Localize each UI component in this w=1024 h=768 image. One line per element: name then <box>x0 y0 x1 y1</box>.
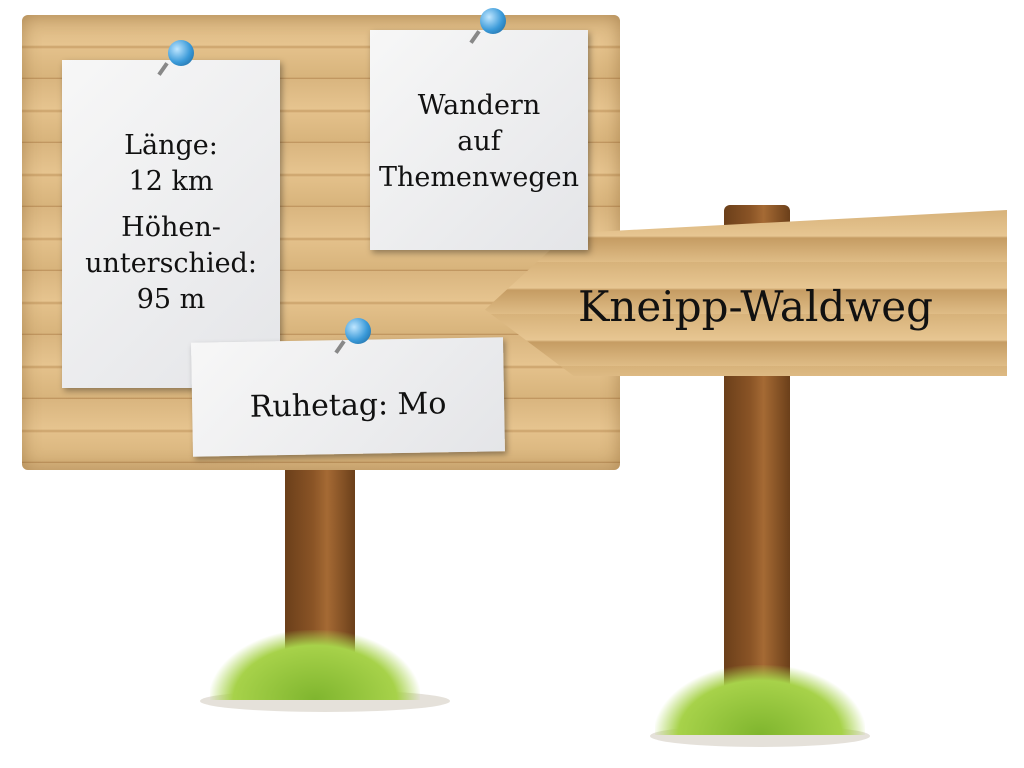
note-theme: Wandern auf Themenwegen <box>370 30 588 250</box>
note-rest-day: Ruhetag: Mo <box>191 337 505 457</box>
grass-right <box>655 665 865 735</box>
pushpin-icon <box>480 8 506 34</box>
elevation-label-1: Höhen- <box>121 212 221 243</box>
pushpin-icon <box>345 318 371 344</box>
theme-line-3: Themenwegen <box>378 162 580 193</box>
theme-line-2: auf <box>457 126 501 157</box>
elevation-label-2: unterschied: <box>85 248 257 279</box>
length-value: 12 km <box>128 166 214 197</box>
elevation-value: 95 m <box>136 284 206 315</box>
note-length: Länge: 12 km Höhen- unterschied: 95 m <box>62 60 280 388</box>
pushpin-icon <box>168 40 194 66</box>
rest-day-text: Ruhetag: Mo <box>249 386 447 425</box>
length-label: Länge: <box>124 130 218 161</box>
theme-line-1: Wandern <box>417 90 541 121</box>
grass-left <box>210 630 420 700</box>
direction-sign-label: Kneipp-Waldweg <box>578 282 933 331</box>
